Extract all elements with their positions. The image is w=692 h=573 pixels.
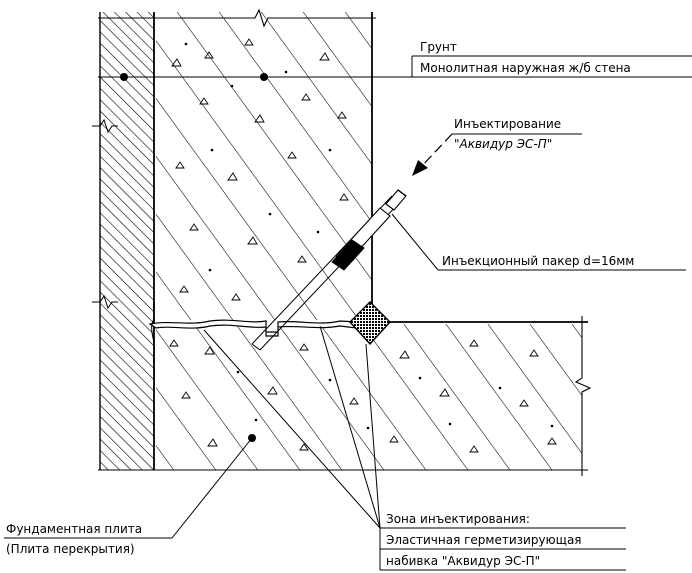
soil-layer bbox=[92, 12, 155, 470]
injection-packer bbox=[251, 189, 407, 351]
labels: Грунт Монолитная наружная ж/б стена Инъе… bbox=[6, 40, 634, 568]
label-slab-line1: Фундаментная плита bbox=[6, 522, 142, 536]
label-injection-title: Инъектирование bbox=[454, 117, 561, 131]
sealant-block bbox=[349, 301, 391, 346]
injection-arrow bbox=[412, 133, 453, 176]
slab-concrete bbox=[98, 316, 592, 476]
label-wall: Монолитная наружная ж/б стена bbox=[420, 61, 631, 75]
label-packer: Инъекционный пакер d=16мм bbox=[442, 254, 634, 268]
label-seal-line1: Эластичная герметизирующая bbox=[386, 533, 582, 547]
wall-concrete bbox=[98, 8, 376, 320]
label-slab-line2: (Плита перекрытия) bbox=[6, 542, 135, 556]
label-injection-material: "Аквидур ЭС-П" bbox=[454, 137, 552, 151]
leader-lines bbox=[4, 55, 692, 571]
label-zone: Зона инъектирования: bbox=[386, 512, 530, 526]
label-seal-line2: набивка "Аквидур ЭС-П" bbox=[386, 554, 540, 568]
label-soil: Грунт bbox=[420, 40, 457, 54]
